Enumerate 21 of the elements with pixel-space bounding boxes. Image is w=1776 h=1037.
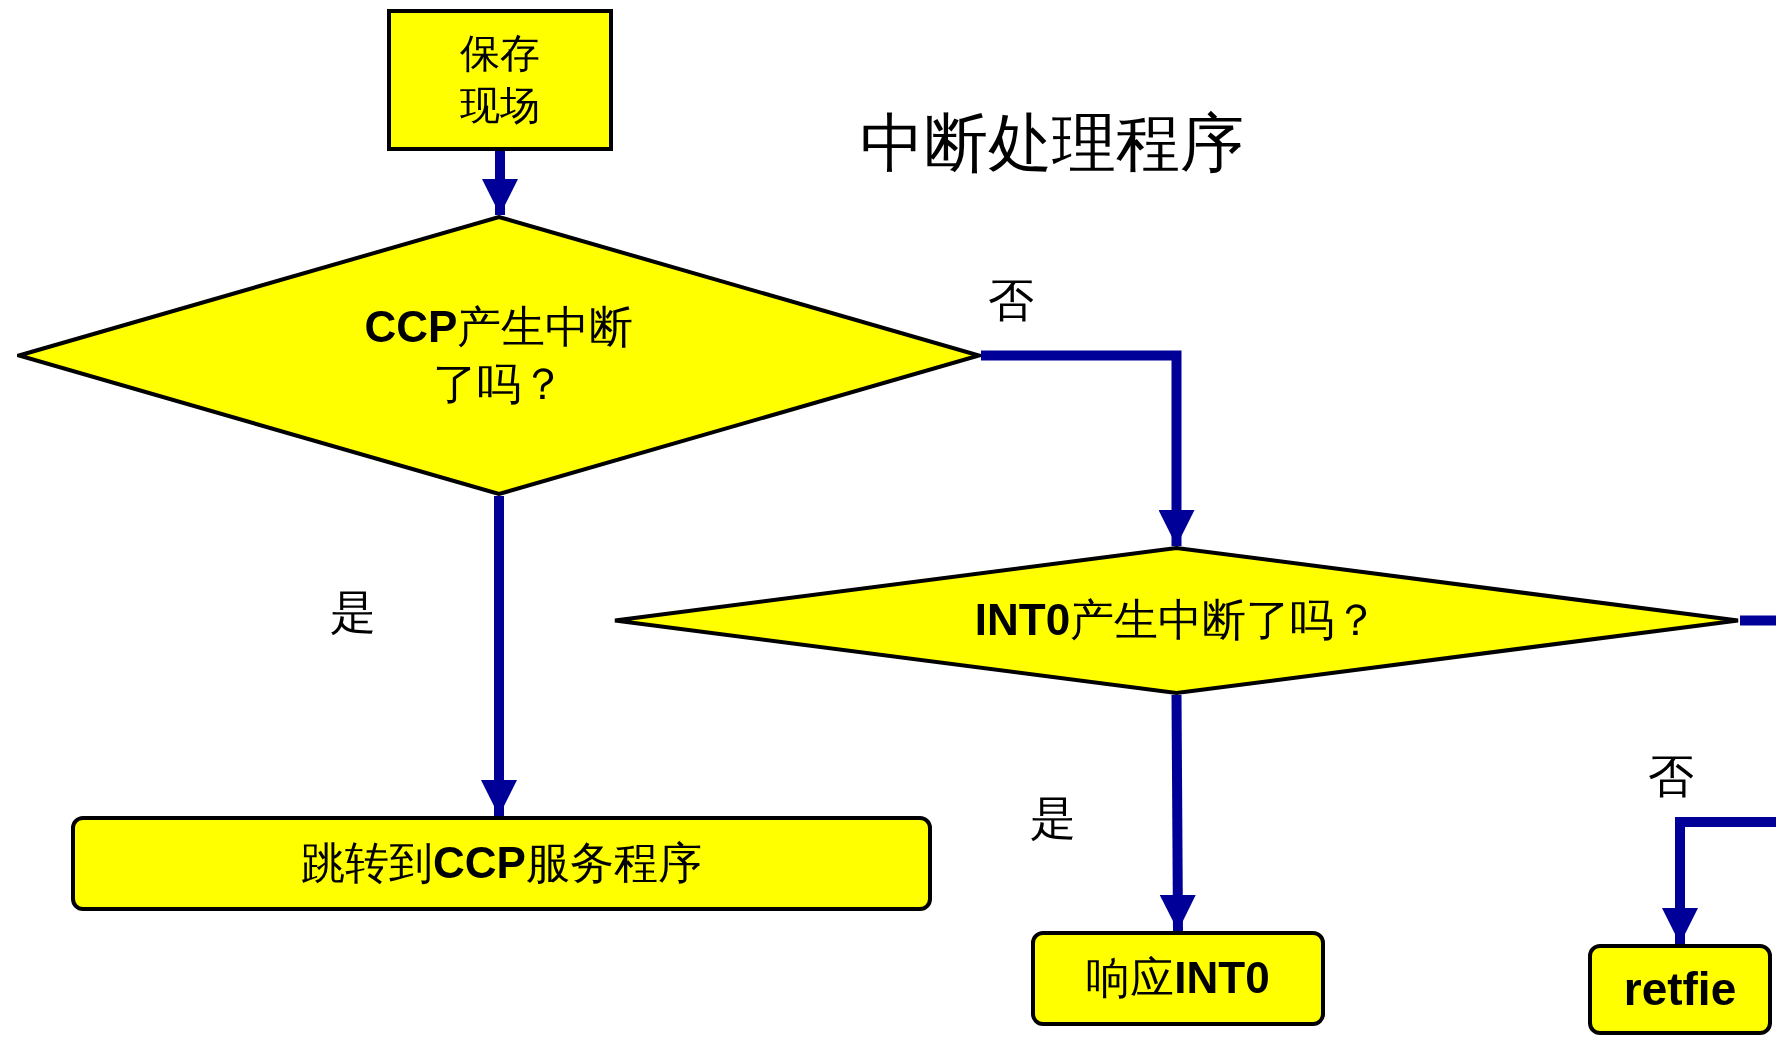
node-text: retfie	[1623, 961, 1737, 1017]
decision-diamond	[17, 215, 981, 496]
arrow	[1159, 694, 1196, 932]
process-box	[71, 816, 932, 911]
process-box	[387, 9, 613, 151]
connector-line	[1740, 615, 1776, 626]
decision-diamond	[613, 546, 1740, 695]
node-text: INT0产生中断了吗？	[974, 594, 1379, 648]
edge-label: 是	[1030, 794, 1076, 845]
arrow	[482, 151, 518, 215]
title: 中断处理程序	[860, 107, 1244, 181]
arrow	[981, 350, 1195, 546]
process-box	[1031, 931, 1325, 1026]
arrow	[1662, 817, 1776, 944]
node-text: 跳转到CCP服务程序	[301, 837, 702, 891]
terminal-box	[1588, 944, 1772, 1035]
node-text: 响应INT0	[1086, 952, 1270, 1006]
node-text: CCP产生中断了吗？	[363, 300, 635, 411]
arrow	[481, 496, 517, 816]
edge-label: 是	[330, 588, 376, 639]
node-text: 保存现场	[459, 30, 541, 130]
